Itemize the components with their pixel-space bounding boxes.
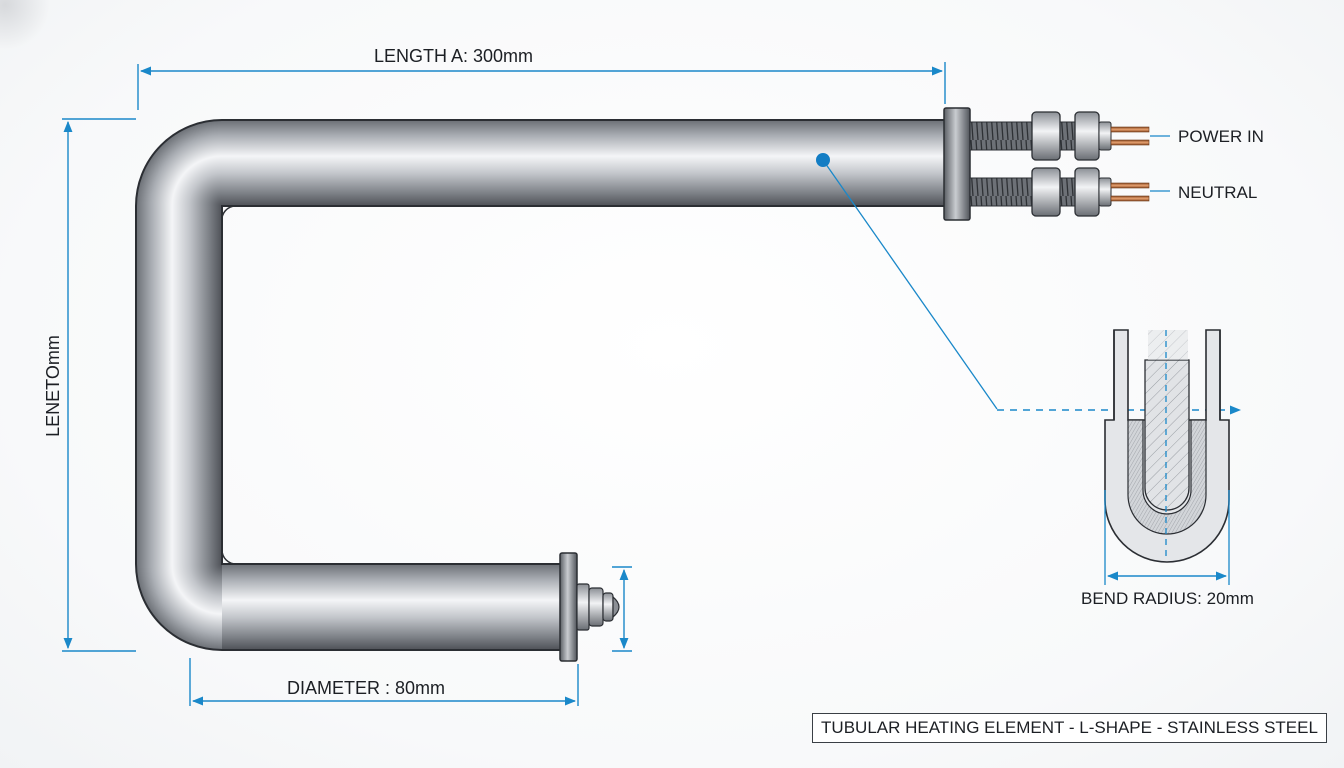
tube-outline xyxy=(135,119,948,651)
title-block-text: TUBULAR HEATING ELEMENT - L-SHAPE - STAI… xyxy=(821,718,1318,737)
terminal-head xyxy=(943,107,1170,221)
tube-bottom-leg xyxy=(222,564,562,650)
bend-radius-label: BEND RADIUS: 20mm xyxy=(1081,589,1254,608)
heating-tube xyxy=(135,119,948,651)
tube-top-leg xyxy=(222,120,948,206)
nut-icon xyxy=(1031,111,1061,161)
terminal-power-in xyxy=(969,111,1150,161)
dimension-lines xyxy=(62,62,946,706)
length-a-label: LENGTH A: 300mm xyxy=(374,46,534,66)
diameter-label: DIAMETER : 80mm xyxy=(287,678,446,698)
bend-section-detail xyxy=(1104,329,1230,585)
nut-icon xyxy=(1031,167,1061,217)
length-b-label: LENETOmm xyxy=(43,335,63,437)
neutral-label: NEUTRAL xyxy=(1178,183,1258,202)
end-cap xyxy=(559,552,620,662)
terminal-flange xyxy=(943,107,971,221)
tube-left-leg xyxy=(136,206,222,564)
nut-icon xyxy=(1074,111,1100,161)
tube-bend-top xyxy=(136,120,222,206)
tube-bend-bottom xyxy=(136,564,222,650)
title-block: TUBULAR HEATING ELEMENT - L-SHAPE - STAI… xyxy=(812,713,1327,743)
callout-dot xyxy=(816,153,830,167)
power-in-label: POWER IN xyxy=(1178,127,1264,146)
nut-icon xyxy=(1074,167,1100,217)
terminal-neutral xyxy=(969,167,1150,217)
